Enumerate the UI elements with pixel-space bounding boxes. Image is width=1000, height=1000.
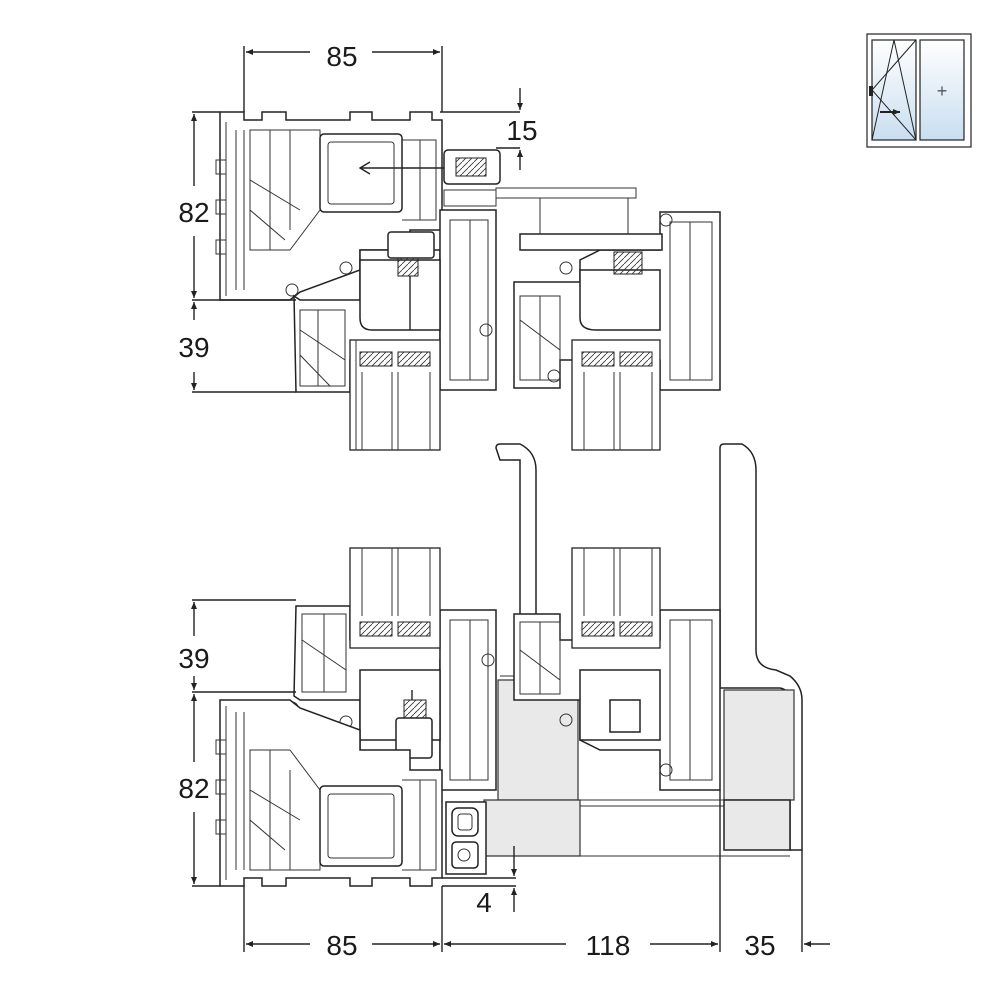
fixed-pane-symbol: + bbox=[937, 81, 948, 101]
bottom-frame-profile bbox=[215, 699, 443, 887]
dim-bottom-gap: 4 bbox=[476, 887, 492, 918]
bottom-left-glazing bbox=[349, 547, 441, 649]
dim-top-frame-height: 82 bbox=[178, 197, 209, 228]
dimension-lines bbox=[191, 46, 830, 952]
top-left-glazing bbox=[349, 339, 441, 451]
dim-bottom-sash-height: 39 bbox=[178, 643, 209, 674]
dim-bottom-frame-height: 82 bbox=[178, 773, 209, 804]
dim-bottom-span: 118 bbox=[586, 930, 631, 961]
top-frame-profile bbox=[215, 111, 443, 301]
bottom-right-sash-profile bbox=[513, 609, 721, 791]
bottom-left-sash-profile bbox=[285, 605, 497, 791]
dim-bottom-extension: 35 bbox=[744, 930, 775, 961]
top-section bbox=[215, 111, 721, 451]
top-right-sash-profile bbox=[513, 211, 721, 391]
dim-top-width: 85 bbox=[326, 41, 357, 72]
dim-top-sash-height: 39 bbox=[178, 332, 209, 363]
tilt-turn-window-icon: + bbox=[866, 33, 972, 148]
dim-top-offset: 15 bbox=[506, 115, 537, 146]
bottom-section bbox=[215, 443, 803, 887]
bottom-right-glazing bbox=[571, 547, 661, 649]
dim-bottom-width: 85 bbox=[326, 930, 357, 961]
top-right-glazing bbox=[571, 339, 661, 451]
